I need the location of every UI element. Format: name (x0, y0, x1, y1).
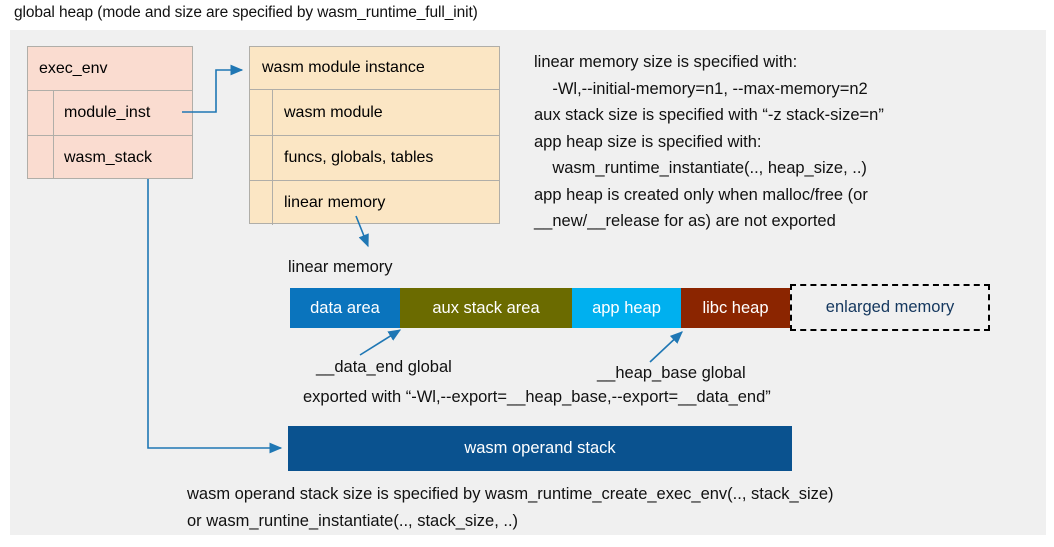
annotation-data-end: __data_end global (316, 358, 452, 376)
indent-rail (28, 91, 54, 135)
wmi-field-linear-memory: linear memory (250, 180, 499, 225)
exec-env-field-module-inst-label: module_inst (64, 104, 151, 121)
wasm-module-instance-box: wasm module instance wasm module funcs, … (249, 46, 500, 225)
indent-rail (250, 136, 273, 180)
indent-rail (250, 181, 273, 225)
page-title: global heap (mode and size are specified… (14, 4, 478, 21)
indent-rail (28, 136, 54, 179)
linear-memory-label: linear memory (288, 258, 393, 276)
exec-env-box: exec_env module_inst wasm_stack (27, 46, 193, 179)
memory-segment-app-heap: app heap (572, 288, 681, 328)
annotation-exported-with: exported with “-Wl,--export=__heap_base,… (303, 388, 771, 406)
exec-env-field-wasm-stack: wasm_stack (28, 135, 192, 179)
annotation-heap-base: __heap_base global (597, 364, 746, 382)
exec-env-field-wasm-stack-label: wasm_stack (64, 148, 153, 166)
wasm-module-instance-header-label: wasm module instance (262, 59, 425, 76)
exec-env-header-label: exec_env (39, 59, 108, 77)
memory-config-notes: linear memory size is specified with: -W… (534, 53, 884, 230)
memory-segment-aux-stack-area: aux stack area (400, 288, 572, 328)
exec-env-field-module-inst: module_inst (28, 91, 192, 135)
memory-segment-data-area: data area (290, 288, 400, 328)
enlarged-memory-box: enlarged memory (790, 284, 990, 331)
wmi-field-funcs-globals-tables-label: funcs, globals, tables (284, 149, 434, 166)
wmi-field-wasm-module: wasm module (250, 90, 499, 135)
operand-stack-notes: wasm operand stack size is specified by … (187, 485, 834, 530)
wmi-field-funcs-globals-tables: funcs, globals, tables (250, 135, 499, 180)
indent-rail (250, 90, 273, 135)
exec-env-header: exec_env (28, 47, 192, 91)
wasm-module-instance-header: wasm module instance (250, 47, 499, 90)
wmi-field-linear-memory-label: linear memory (284, 194, 386, 211)
wmi-field-wasm-module-label: wasm module (284, 103, 383, 121)
memory-segment-libc-heap: libc heap (681, 288, 790, 328)
wasm-operand-stack-box: wasm operand stack (288, 426, 792, 471)
